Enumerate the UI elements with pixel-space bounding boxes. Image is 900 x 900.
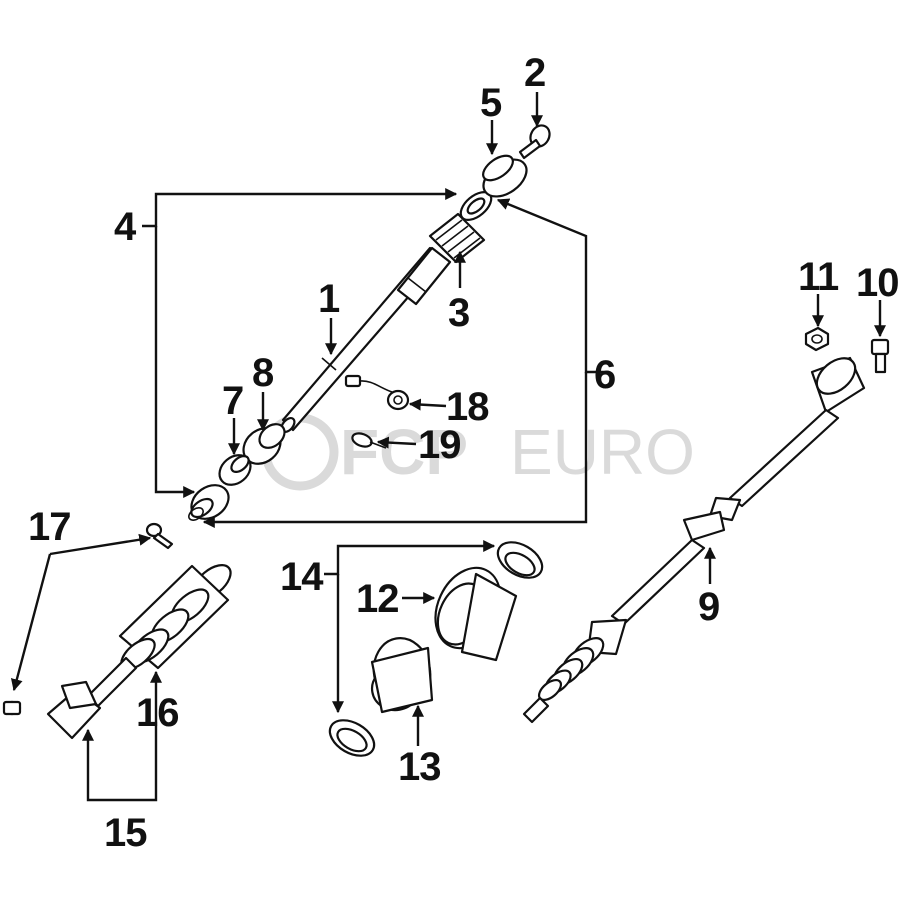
callout-13: 13	[398, 745, 441, 789]
part-13-boot	[370, 637, 434, 714]
part-12-boot	[434, 566, 518, 662]
callout-15: 15	[104, 811, 147, 855]
callout-9: 9	[698, 585, 719, 629]
part-ring-upper	[459, 191, 493, 221]
callout-11: 11	[798, 255, 839, 299]
part-5-bushing	[482, 154, 528, 198]
callout-3: 3	[448, 291, 469, 335]
watermark-brand: FCP	[340, 416, 468, 488]
part-14-upper-ring	[496, 541, 544, 579]
callout-2: 2	[524, 51, 545, 95]
part-2-screw	[518, 124, 551, 160]
callout-14: 14	[280, 555, 324, 599]
watermark-suffix: EURO	[510, 416, 695, 488]
part-10-bolt	[870, 338, 890, 374]
part-15-lower-shaft	[46, 656, 138, 740]
callout-labels: 1 2 3 4 5 6 7 8 9 10 11 12 13 14 15 16 1…	[28, 51, 900, 855]
watermark: FCP EURO	[261, 413, 695, 491]
callout-6: 6	[594, 353, 615, 397]
part-17-screw-upper	[145, 522, 174, 550]
callout-1: 1	[318, 277, 340, 321]
callout-17: 17	[28, 505, 71, 549]
callout-4: 4	[114, 205, 137, 249]
callout-7: 7	[222, 379, 243, 423]
callout-16: 16	[136, 691, 179, 735]
part-11-nut	[804, 326, 830, 352]
callout-12: 12	[356, 577, 399, 621]
leader-lines	[10, 92, 886, 802]
part-7-bushing	[218, 454, 252, 486]
callout-18: 18	[446, 385, 489, 429]
callout-5: 5	[480, 81, 502, 125]
callout-19: 19	[418, 423, 461, 467]
part-17-screw-lower	[2, 700, 22, 716]
part-9-intermediate-shaft	[522, 356, 866, 724]
part-14-lower-ring	[328, 719, 376, 757]
part-18-sensor	[344, 374, 410, 411]
part-16-boot	[118, 564, 232, 671]
callout-8: 8	[252, 351, 274, 395]
part-1-upper-shaft	[280, 246, 452, 434]
callout-10: 10	[856, 261, 899, 305]
part-lower-bearing	[188, 484, 230, 521]
part-9-boot	[537, 637, 605, 702]
